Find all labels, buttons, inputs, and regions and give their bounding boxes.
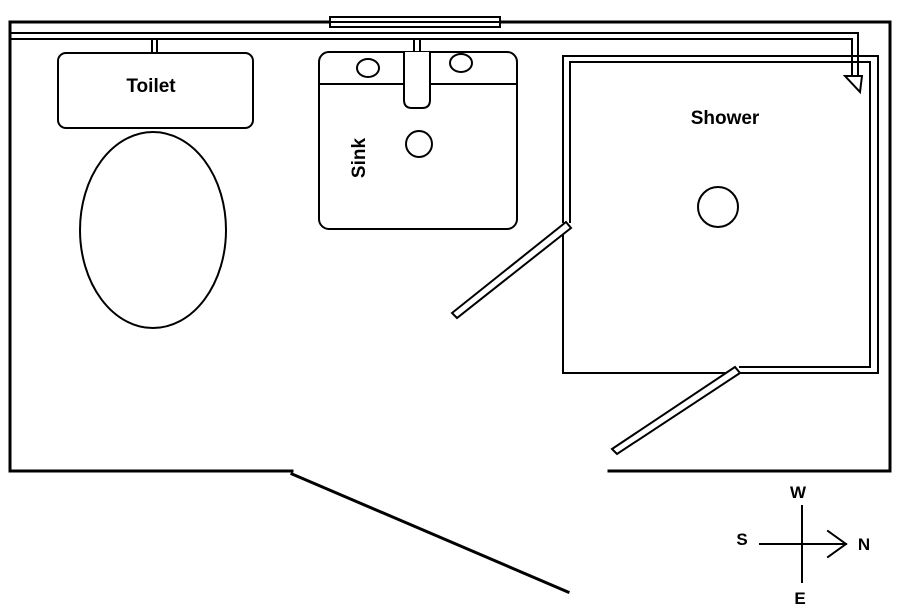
shower-door-upper <box>450 220 573 320</box>
water-pipe <box>11 32 864 95</box>
toilet-tank <box>57 52 254 129</box>
shower-drain <box>697 186 739 228</box>
faucet-icon <box>403 51 431 109</box>
sink-handle-left <box>356 58 380 78</box>
window <box>329 16 501 28</box>
compass-north-arrow-icon <box>826 529 848 559</box>
shower-door-lower <box>610 365 742 456</box>
sink <box>318 51 518 230</box>
toilet <box>57 52 254 329</box>
toilet-bowl <box>79 131 227 329</box>
sink-drain <box>405 130 433 158</box>
compass-south-label: S <box>736 530 747 549</box>
entry-door <box>290 472 570 594</box>
compass-west-label: W <box>790 483 807 502</box>
shower-head-icon <box>842 75 864 95</box>
sink-label: Sink <box>349 138 370 179</box>
compass-north-label: N <box>858 535 870 554</box>
compass-east-label: E <box>794 589 805 608</box>
shower <box>562 55 879 374</box>
sink-handle-right <box>449 53 473 73</box>
shower-label: Shower <box>691 108 760 129</box>
toilet-label: Toilet <box>126 76 176 97</box>
compass <box>759 505 848 583</box>
